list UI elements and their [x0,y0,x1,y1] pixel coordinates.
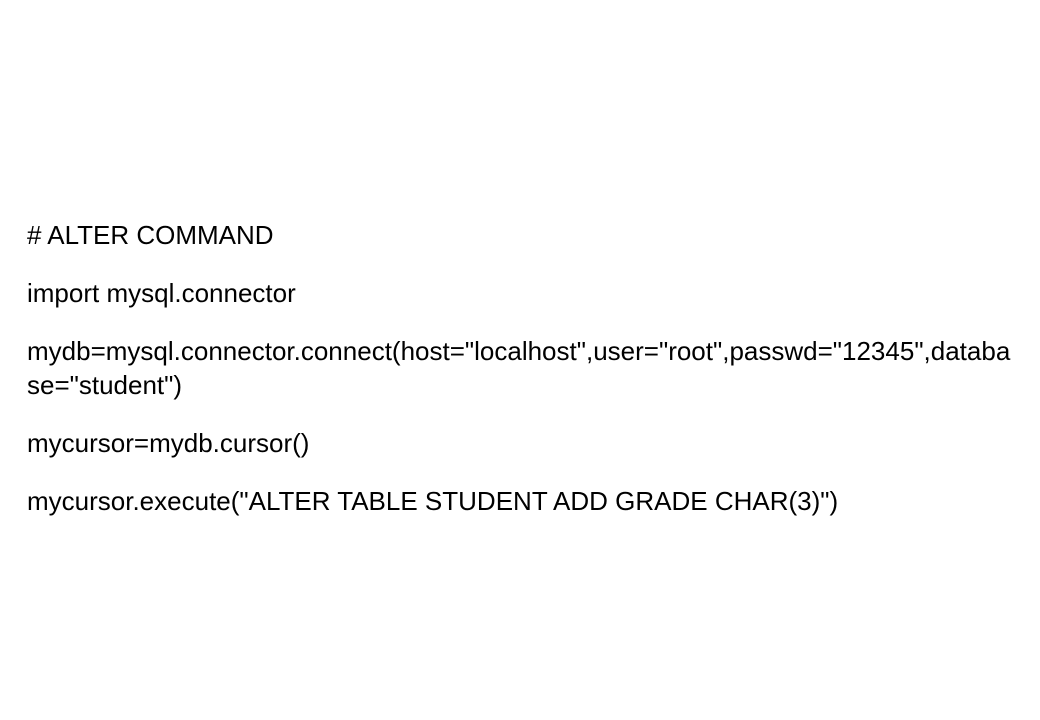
import-line: import mysql.connector [27,278,296,308]
code-block: # ALTER COMMAND import mysql.connector m… [27,218,1027,518]
execute-line: mycursor.execute("ALTER TABLE STUDENT AD… [27,486,839,516]
cursor-line: mycursor=mydb.cursor() [27,428,310,458]
comment-line: # ALTER COMMAND [27,220,274,250]
connect-line: mydb=mysql.connector.connect(host="local… [27,336,1011,400]
